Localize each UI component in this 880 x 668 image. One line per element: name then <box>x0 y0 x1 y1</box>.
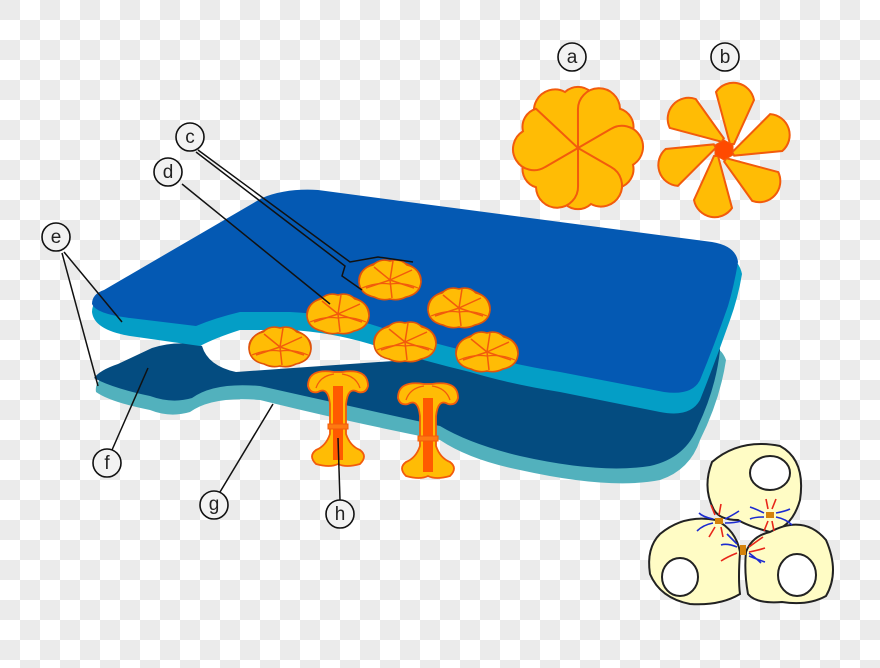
label-c-text: c <box>185 127 195 148</box>
inset-closed-connexon <box>512 85 644 211</box>
label-f: f <box>92 448 122 478</box>
label-h: h <box>325 499 355 529</box>
leader-lines <box>61 149 414 501</box>
inset-open-connexon <box>657 81 791 219</box>
label-c: c <box>175 122 205 152</box>
connexon <box>306 293 370 335</box>
label-h-text: h <box>335 504 346 525</box>
label-d-text: d <box>163 162 174 183</box>
leader-line-e-lower <box>61 252 99 387</box>
leader-line-h <box>337 437 341 501</box>
leader-line-e-upper <box>63 251 123 323</box>
label-e: e <box>41 222 71 252</box>
connexon <box>248 326 312 368</box>
leader-line-d <box>181 183 331 305</box>
label-a: a <box>557 42 587 72</box>
connexon <box>455 331 519 373</box>
label-b-text: b <box>720 47 731 68</box>
leader-line-c <box>197 149 414 263</box>
connexon <box>427 287 491 329</box>
label-e-text: e <box>51 227 62 248</box>
label-d: d <box>153 157 183 187</box>
leader-line-f <box>111 367 149 451</box>
label-g-text: g <box>209 494 220 515</box>
labels: a b c d e f g h <box>41 42 740 529</box>
label-b: b <box>710 42 740 72</box>
leader-line-g <box>219 403 274 493</box>
label-f-text: f <box>104 453 110 474</box>
inset-coupled-cells <box>648 443 834 606</box>
leader-line-c-2 <box>195 151 363 291</box>
label-a-text: a <box>567 47 578 68</box>
label-g: g <box>199 490 229 520</box>
connexon <box>373 321 437 363</box>
connexon <box>358 259 422 301</box>
signal-arrows <box>696 498 793 564</box>
